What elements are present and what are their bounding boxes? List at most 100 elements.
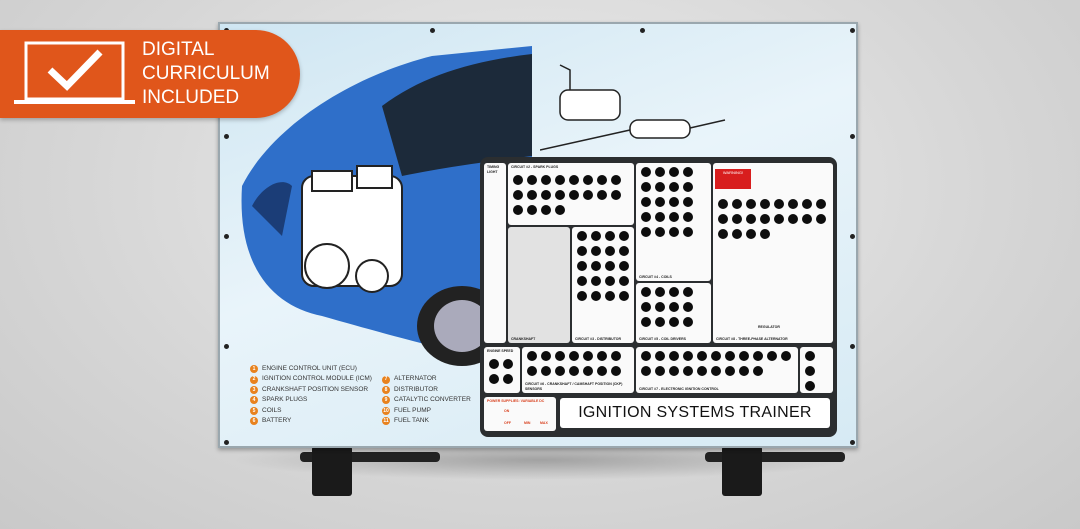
banana-jack[interactable] [816, 214, 826, 224]
banana-jack[interactable] [718, 199, 728, 209]
banana-jack[interactable] [591, 291, 601, 301]
banana-jack[interactable] [583, 190, 593, 200]
banana-jack[interactable] [683, 302, 693, 312]
banana-jack[interactable] [569, 366, 579, 376]
banana-jack[interactable] [697, 366, 707, 376]
banana-jack[interactable] [718, 214, 728, 224]
banana-jack[interactable] [577, 231, 587, 241]
banana-jack[interactable] [605, 261, 615, 271]
banana-jack[interactable] [489, 374, 499, 384]
banana-jack[interactable] [597, 351, 607, 361]
banana-jack[interactable] [527, 205, 537, 215]
banana-jack[interactable] [513, 205, 523, 215]
banana-jack[interactable] [746, 199, 756, 209]
banana-jack[interactable] [641, 351, 651, 361]
banana-jack[interactable] [655, 317, 665, 327]
banana-jack[interactable] [591, 246, 601, 256]
banana-jack[interactable] [591, 231, 601, 241]
banana-jack[interactable] [541, 205, 551, 215]
banana-jack[interactable] [669, 351, 679, 361]
banana-jack[interactable] [683, 351, 693, 361]
banana-jack[interactable] [753, 366, 763, 376]
banana-jack[interactable] [760, 229, 770, 239]
banana-jack[interactable] [669, 366, 679, 376]
banana-jack[interactable] [732, 214, 742, 224]
banana-jack[interactable] [641, 212, 651, 222]
banana-jack[interactable] [683, 227, 693, 237]
banana-jack[interactable] [732, 229, 742, 239]
banana-jack[interactable] [753, 351, 763, 361]
banana-jack[interactable] [489, 359, 499, 369]
banana-jack[interactable] [577, 246, 587, 256]
banana-jack[interactable] [669, 197, 679, 207]
banana-jack[interactable] [655, 351, 665, 361]
banana-jack[interactable] [555, 366, 565, 376]
banana-jack[interactable] [805, 351, 815, 361]
banana-jack[interactable] [683, 287, 693, 297]
banana-jack[interactable] [591, 261, 601, 271]
banana-jack[interactable] [774, 214, 784, 224]
banana-jack[interactable] [746, 214, 756, 224]
banana-jack[interactable] [683, 167, 693, 177]
banana-jack[interactable] [739, 351, 749, 361]
banana-jack[interactable] [669, 167, 679, 177]
banana-jack[interactable] [641, 167, 651, 177]
banana-jack[interactable] [641, 302, 651, 312]
banana-jack[interactable] [555, 205, 565, 215]
banana-jack[interactable] [788, 214, 798, 224]
banana-jack[interactable] [583, 175, 593, 185]
banana-jack[interactable] [527, 351, 537, 361]
banana-jack[interactable] [513, 175, 523, 185]
banana-jack[interactable] [732, 199, 742, 209]
banana-jack[interactable] [583, 366, 593, 376]
banana-jack[interactable] [725, 366, 735, 376]
banana-jack[interactable] [788, 199, 798, 209]
banana-jack[interactable] [611, 351, 621, 361]
banana-jack[interactable] [503, 359, 513, 369]
banana-jack[interactable] [655, 167, 665, 177]
banana-jack[interactable] [655, 366, 665, 376]
banana-jack[interactable] [767, 351, 777, 361]
banana-jack[interactable] [555, 351, 565, 361]
banana-jack[interactable] [655, 197, 665, 207]
banana-jack[interactable] [641, 227, 651, 237]
banana-jack[interactable] [555, 175, 565, 185]
banana-jack[interactable] [760, 214, 770, 224]
banana-jack[interactable] [597, 190, 607, 200]
banana-jack[interactable] [597, 175, 607, 185]
banana-jack[interactable] [655, 182, 665, 192]
banana-jack[interactable] [641, 317, 651, 327]
banana-jack[interactable] [605, 231, 615, 241]
banana-jack[interactable] [569, 175, 579, 185]
banana-jack[interactable] [683, 197, 693, 207]
banana-jack[interactable] [718, 229, 728, 239]
banana-jack[interactable] [697, 351, 707, 361]
banana-jack[interactable] [802, 214, 812, 224]
banana-jack[interactable] [816, 199, 826, 209]
banana-jack[interactable] [527, 175, 537, 185]
banana-jack[interactable] [619, 231, 629, 241]
banana-jack[interactable] [641, 182, 651, 192]
banana-jack[interactable] [619, 291, 629, 301]
banana-jack[interactable] [781, 351, 791, 361]
banana-jack[interactable] [760, 199, 770, 209]
banana-jack[interactable] [669, 182, 679, 192]
banana-jack[interactable] [569, 190, 579, 200]
banana-jack[interactable] [513, 190, 523, 200]
banana-jack[interactable] [611, 366, 621, 376]
banana-jack[interactable] [569, 351, 579, 361]
banana-jack[interactable] [583, 351, 593, 361]
banana-jack[interactable] [577, 291, 587, 301]
banana-jack[interactable] [683, 366, 693, 376]
banana-jack[interactable] [805, 381, 815, 391]
banana-jack[interactable] [655, 212, 665, 222]
banana-jack[interactable] [802, 199, 812, 209]
banana-jack[interactable] [746, 229, 756, 239]
banana-jack[interactable] [669, 317, 679, 327]
banana-jack[interactable] [725, 351, 735, 361]
banana-jack[interactable] [619, 246, 629, 256]
banana-jack[interactable] [605, 276, 615, 286]
banana-jack[interactable] [669, 212, 679, 222]
banana-jack[interactable] [669, 287, 679, 297]
banana-jack[interactable] [655, 287, 665, 297]
